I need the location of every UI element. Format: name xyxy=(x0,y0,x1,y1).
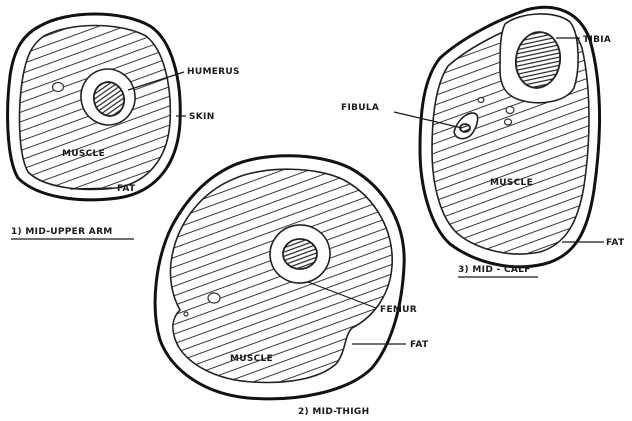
calf-vessel-3 xyxy=(505,119,512,125)
fat-arm-label: FAT xyxy=(117,184,136,194)
thigh-section: FEMUR MUSCLE FAT 2) MID-THIGH xyxy=(155,156,429,417)
muscle-thigh-label: MUSCLE xyxy=(230,354,273,364)
femur-marrow xyxy=(283,239,317,269)
caption-upper-arm: 1) MID-UPPER ARM xyxy=(11,227,113,237)
humerus-label: HUMERUS xyxy=(187,67,240,77)
femur-label: FEMUR xyxy=(380,305,417,315)
thigh-vessel-1 xyxy=(208,293,220,303)
muscle-calf-label: MUSCLE xyxy=(490,178,533,188)
caption-mid-thigh: 2) MID-THIGH xyxy=(298,407,369,417)
upper-arm-vessel xyxy=(53,83,64,92)
caption-mid-calf: 3) MID - CALF xyxy=(458,265,531,275)
fat-calf-label: FAT xyxy=(606,238,625,248)
calf-vessel-2 xyxy=(506,107,514,114)
fibula-label: FIBULA xyxy=(341,103,379,113)
calf-vessel-1 xyxy=(478,98,484,103)
tibia-label: TIBIA xyxy=(583,35,611,45)
skin-label: SKIN xyxy=(189,112,215,122)
fat-thigh-label: FAT xyxy=(410,340,429,350)
thigh-vessel-2 xyxy=(184,312,188,316)
muscle-arm-label: MUSCLE xyxy=(62,149,105,159)
